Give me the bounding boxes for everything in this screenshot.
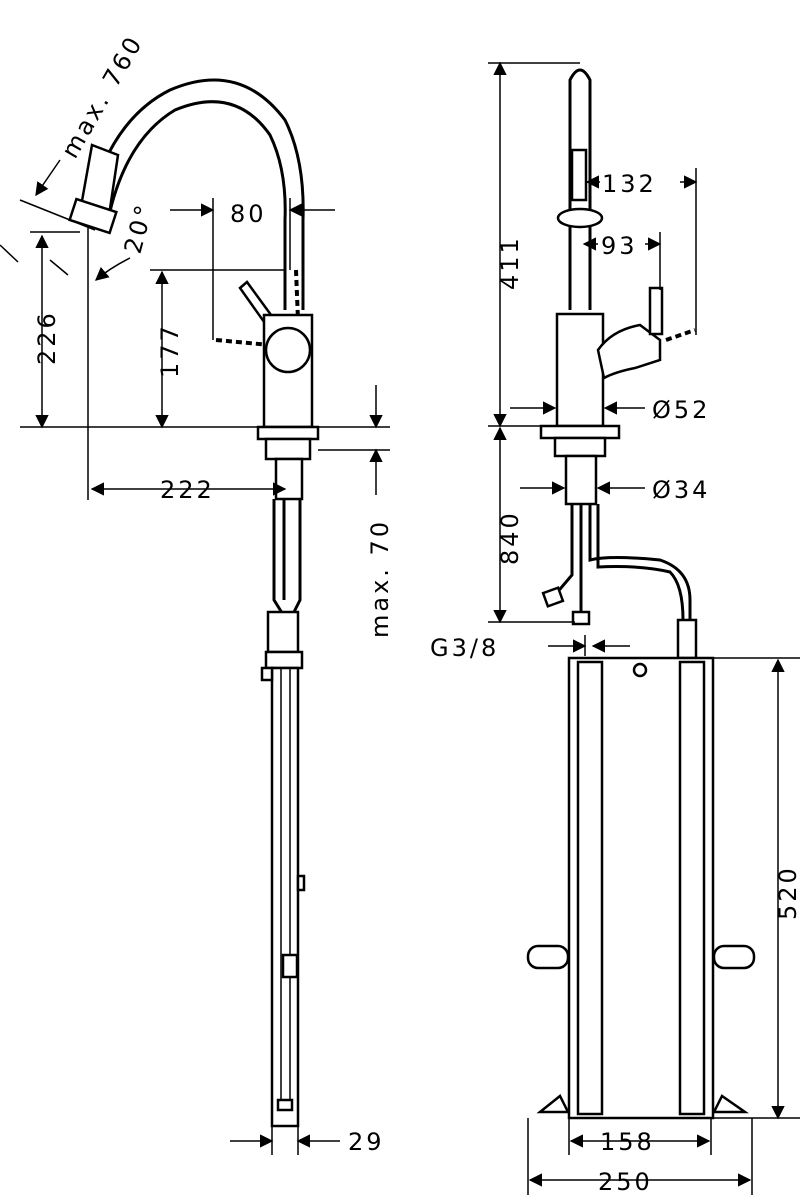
dim-deck-thickness: max. 70 — [366, 519, 394, 638]
dim-lever-offset: 80 — [230, 200, 267, 228]
dim-shank-width: 29 — [348, 1128, 385, 1156]
dim-spray-height: 226 — [33, 310, 61, 365]
dim-body-diameter: Ø52 — [652, 396, 710, 424]
dim-handle-swing: 132 — [602, 170, 657, 198]
dim-spout-reach: 222 — [160, 476, 215, 504]
dim-box-inner-width: 158 — [600, 1128, 655, 1156]
dim-angle: 20° — [119, 200, 159, 257]
dim-handle-reach: 93 — [601, 232, 638, 260]
side-view-dimensions — [0, 159, 390, 1155]
dim-connection-thread: G3/8 — [430, 634, 499, 662]
dim-box-outer-width: 250 — [598, 1168, 653, 1196]
dim-hose-length: 840 — [496, 510, 524, 565]
dim-hole-diameter: Ø34 — [652, 476, 710, 504]
front-view-faucet — [526, 68, 756, 1120]
dim-total-height: 411 — [496, 235, 524, 290]
dim-box-height: 520 — [774, 865, 802, 920]
dim-reach-max: max. 760 — [56, 30, 149, 163]
side-view-faucet — [68, 78, 320, 1128]
dim-lever-height: 177 — [156, 323, 184, 378]
front-view-dimensions — [488, 61, 800, 1195]
